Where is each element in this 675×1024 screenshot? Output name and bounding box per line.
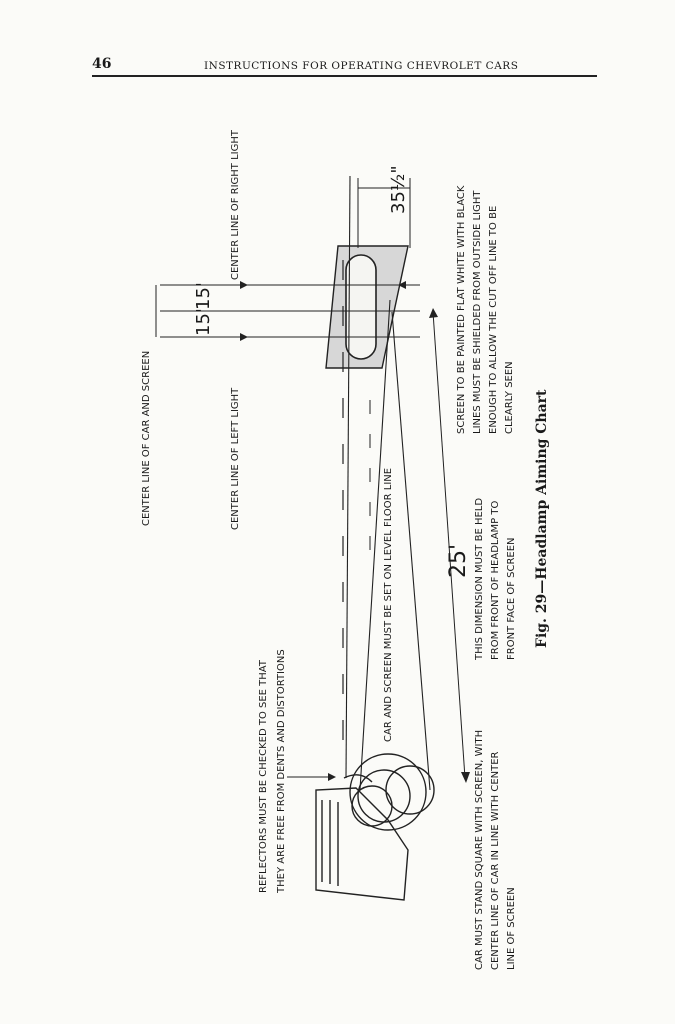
headlamp-aiming-diagram: CENTER LINE OF LEFT LIGHT CENTER LINE OF… xyxy=(141,129,550,970)
label-screen-1: SCREEN TO BE PAINTED FLAT WHITE WITH BLA… xyxy=(456,185,467,434)
beam-line-floor xyxy=(391,311,431,791)
distance-dimension-line xyxy=(432,311,466,779)
headlamp-aiming-figure: CENTER LINE OF LEFT LIGHT CENTER LINE OF… xyxy=(0,80,675,1024)
label-reflectors-2: THEY ARE FREE FROM DENTS AND DISTORTIONS xyxy=(276,649,287,894)
beam-line-upper xyxy=(345,175,351,779)
label-dimension-1: THIS DIMENSION MUST BE HELD xyxy=(474,498,485,661)
label-screen-4: CLEARLY SEEN xyxy=(504,361,515,434)
label-screen-3: ENOUGH TO ALLOW THE CUT OFF LINE TO BE xyxy=(488,206,499,434)
label-car-square-1: CAR MUST STAND SQUARE WITH SCREEN, WITH xyxy=(474,730,485,970)
figure-caption: Fig. 29—Headlamp Aiming Chart xyxy=(534,389,550,648)
left-light-arrow xyxy=(240,333,248,341)
label-center-line-left-light: CENTER LINE OF LEFT LIGHT xyxy=(230,387,241,530)
car-front-drawing xyxy=(315,753,435,901)
label-center-line-car-screen: CENTER LINE OF CAR AND SCREEN xyxy=(141,351,152,526)
running-title: INSTRUCTIONS FOR OPERATING CHEVROLET CAR… xyxy=(204,60,519,72)
label-floor-line: CAR AND SCREEN MUST BE SET ON LEVEL FLOO… xyxy=(383,468,394,742)
label-center-line-right-light: CENTER LINE OF RIGHT LIGHT xyxy=(230,129,241,280)
beam-hotspot xyxy=(345,254,377,360)
right-light-arrow xyxy=(240,281,248,289)
page-number: 46 xyxy=(92,56,112,72)
dimension-left-offset: 15' xyxy=(193,308,214,336)
beam-line-lower xyxy=(359,299,391,791)
dimension-height: 35½" xyxy=(388,165,409,214)
label-dimension-3: FRONT FACE OF SCREEN xyxy=(506,537,517,660)
label-reflectors-1: REFLECTORS MUST BE CHECKED TO SEE THAT xyxy=(258,659,269,893)
page-header: 46 INSTRUCTIONS FOR OPERATING CHEVROLET … xyxy=(92,54,596,76)
label-screen-2: LINES MUST BE SHIELDED FROM OUTSIDE LIGH… xyxy=(472,190,483,434)
dimension-right-offset: 15' xyxy=(193,282,214,310)
screen-arrow xyxy=(398,281,406,289)
label-car-square-3: LINE OF SCREEN xyxy=(506,887,517,970)
header-rule xyxy=(92,75,597,77)
dimension-distance: 25' xyxy=(446,544,471,578)
label-dimension-2: FROM FRONT OF HEADLAMP TO xyxy=(490,501,501,660)
label-car-square-2: CENTER LINE OF CAR IN LINE WITH CENTER xyxy=(490,751,501,970)
